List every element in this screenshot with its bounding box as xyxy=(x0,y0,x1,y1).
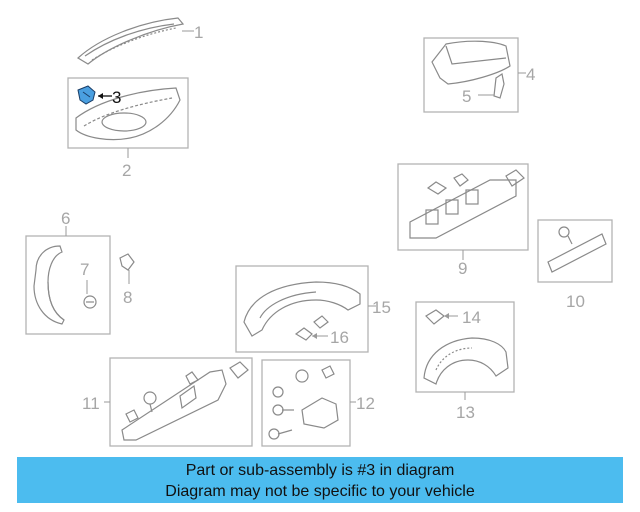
part-number-3: 3 xyxy=(112,88,121,107)
part-4-lid: 4 xyxy=(423,37,535,113)
parts-diagram: 1 2 3 4 5 6 7 xyxy=(25,17,613,447)
part-number-15: 15 xyxy=(372,298,391,317)
part-number-9: 9 xyxy=(458,259,467,278)
part-number-12: 12 xyxy=(356,394,375,413)
part-number-14: 14 xyxy=(462,308,481,327)
banner-line-1: Part or sub-assembly is #3 in diagram xyxy=(185,462,455,479)
part-12-brackets: 12 xyxy=(261,359,375,447)
part-number-11: 11 xyxy=(82,394,100,413)
part-number-2: 2 xyxy=(122,161,131,180)
part-number-16: 16 xyxy=(330,328,349,347)
part-number-13: 13 xyxy=(456,403,475,422)
part-2-vent-trim: 2 xyxy=(67,77,189,180)
info-banner: Part or sub-assembly is #3 in diagram Di… xyxy=(17,457,623,503)
part-3-clip-highlighted[interactable]: 3 xyxy=(77,85,121,107)
part-number-1: 1 xyxy=(194,23,203,42)
part-1-upper-grille: 1 xyxy=(76,17,203,65)
part-10-trim-strip: 10 xyxy=(537,219,613,311)
part-9-center-panel: 9 xyxy=(397,163,529,278)
part-number-4: 4 xyxy=(526,65,535,84)
part-11-lower-panel: 11 xyxy=(82,357,253,447)
part-5-clip: 5 xyxy=(462,73,505,106)
part-6-side-panel: 6 xyxy=(25,209,111,335)
part-number-6: 6 xyxy=(61,209,70,228)
part-13-cluster-housing: 14 13 xyxy=(415,301,515,422)
part-number-5: 5 xyxy=(462,87,471,106)
part-15-dash-bezel: 15 16 xyxy=(235,265,391,353)
banner-line-2: Diagram may not be specific to your vehi… xyxy=(165,483,475,500)
part-7-screw: 7 xyxy=(80,260,97,309)
part-number-10: 10 xyxy=(566,292,585,311)
part-number-7: 7 xyxy=(80,260,89,279)
part-number-8: 8 xyxy=(123,288,132,307)
part-8-clip: 8 xyxy=(119,253,135,307)
